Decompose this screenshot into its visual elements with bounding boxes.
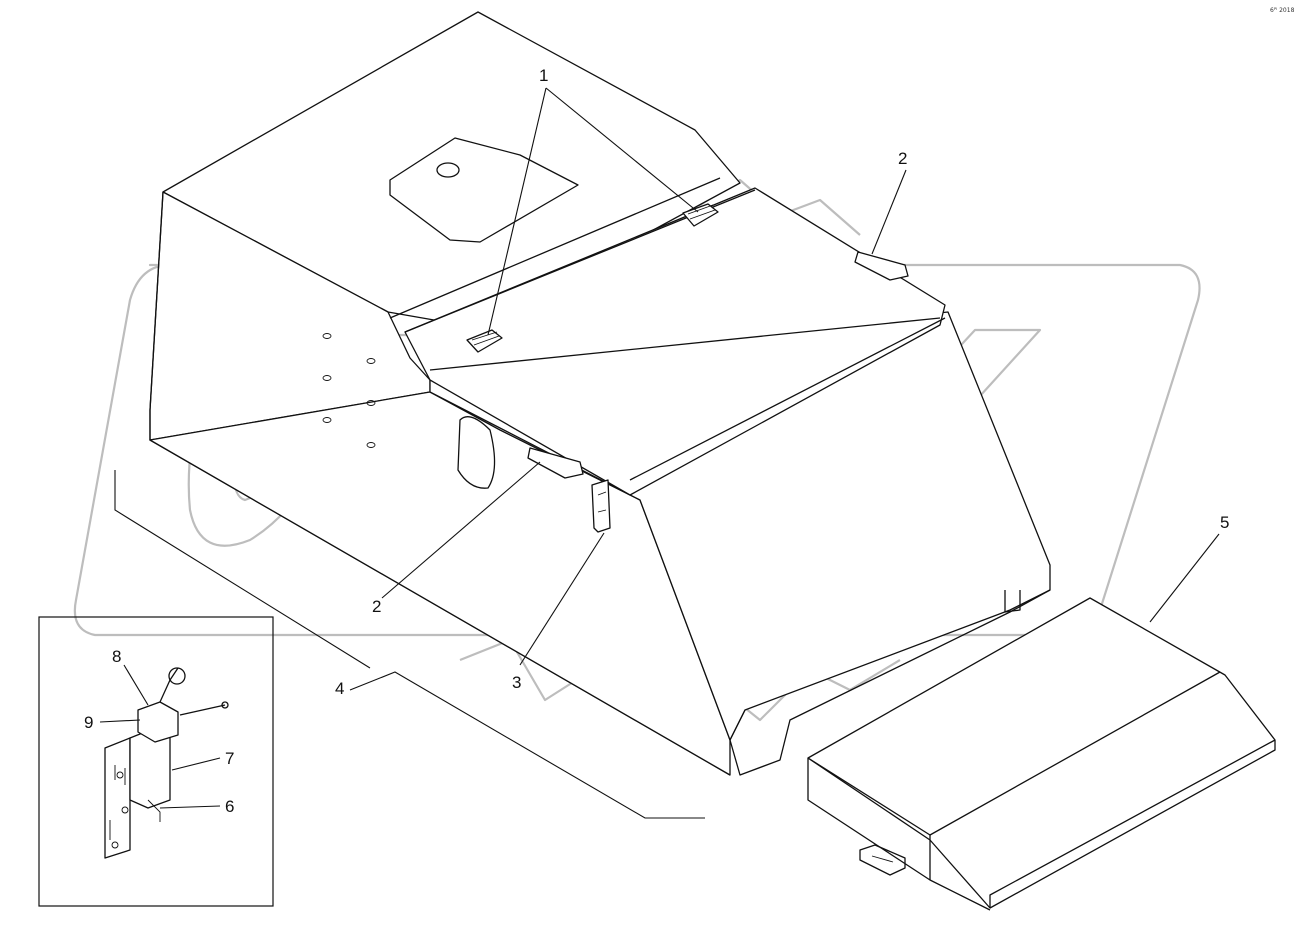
callout-7: 7 bbox=[225, 749, 234, 768]
callout-labels: 1 2 2 3 4 5 6 7 8 9 bbox=[84, 66, 1229, 816]
handle bbox=[527, 447, 584, 479]
hinge bbox=[466, 329, 503, 353]
callout-5: 5 bbox=[1220, 513, 1229, 532]
callout-4: 4 bbox=[335, 679, 344, 698]
callout-9: 9 bbox=[84, 713, 93, 732]
callout-3: 3 bbox=[512, 673, 521, 692]
callout-2-bottom: 2 bbox=[372, 597, 381, 616]
callout-2-top: 2 bbox=[898, 149, 907, 168]
callout-6: 6 bbox=[225, 797, 234, 816]
leader-lines bbox=[99, 87, 1220, 819]
handle bbox=[854, 251, 909, 281]
corner-code: 6ᴾᴵ 2018 bbox=[1270, 7, 1295, 14]
callout-1: 1 bbox=[539, 66, 548, 85]
detail-inset bbox=[38, 616, 274, 907]
cover-plate bbox=[807, 597, 1276, 911]
main-enclosure bbox=[149, 11, 1051, 776]
callout-8: 8 bbox=[112, 647, 121, 666]
hinge bbox=[682, 203, 719, 227]
vent-slots bbox=[322, 333, 376, 448]
latch bbox=[591, 479, 611, 533]
